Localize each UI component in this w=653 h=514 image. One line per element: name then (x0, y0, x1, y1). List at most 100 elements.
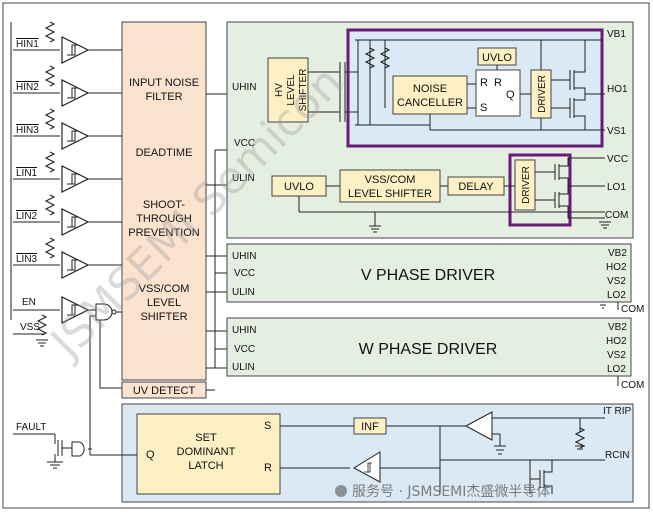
uvlo-low-label: UVLO (284, 181, 314, 193)
latch-r1: R (480, 77, 488, 89)
v-com-label: COM (621, 304, 644, 315)
set-dominant-latch-block (136, 413, 281, 495)
lin3-label: LIN3 (16, 254, 38, 265)
high-side-section (346, 28, 604, 148)
w-vb2-label: VB2 (608, 322, 627, 333)
vss-com-shifter-block (339, 169, 441, 203)
w-vs2-label: VS2 (607, 350, 626, 361)
fault-wires (90, 411, 605, 494)
vss-shift-line2: LEVEL SHIFTER (348, 188, 432, 200)
level-shift-mosfet-icon (308, 39, 602, 126)
u-uhin-label: UHIN (232, 82, 256, 93)
vss-label: VSS (20, 322, 40, 333)
uv-detect-label: UV DETECT (133, 385, 196, 397)
input-section: HIN1 HIN2 HIN3 LIN1 LIN2 (10, 21, 122, 455)
vss-shifter-line2: LEVEL (147, 297, 181, 309)
latch-line1: SET (195, 432, 217, 444)
u-ulin-label: ULIN (232, 173, 255, 184)
fault-output: FAULT (13, 422, 92, 469)
en-channel: EN (13, 296, 122, 455)
shoot-line3: PREVENTION (128, 227, 200, 239)
footer-watermark: 服务号 · JSMSEMI杰盛微半导体 (352, 484, 550, 500)
filter-line2: FILTER (145, 91, 182, 103)
v-ho2-label: HO2 (606, 262, 627, 273)
vb1-label: VB1 (607, 29, 626, 40)
hin3-channel: HIN3 (13, 108, 122, 150)
deadtime-label: DEADTIME (136, 147, 193, 159)
ho1-label: HO1 (607, 84, 628, 95)
latch-r-label: R (264, 462, 272, 474)
u-vcc-label: VCC (234, 138, 255, 149)
input-filter-block (121, 21, 207, 381)
itrip-label: IT RIP (603, 406, 631, 417)
filter-line1: INPUT NOISE (129, 77, 199, 89)
hv-line3: SHIFTER (298, 69, 309, 112)
lin1-label: LIN1 (16, 168, 38, 179)
low-driver-label: DRIVER (521, 166, 532, 204)
schmitt-trigger-icon (61, 208, 89, 236)
nand-gate-icon (71, 441, 85, 457)
schmitt-trigger-icon (61, 122, 89, 150)
lin2-label: LIN2 (16, 211, 38, 222)
rs-latch-block (475, 69, 521, 117)
high-side-output-mosfets-icon (429, 40, 605, 131)
fault-label: FAULT (16, 422, 46, 433)
w-vcc-label: VCC (234, 344, 255, 355)
v-vs2-label: VS2 (607, 276, 626, 287)
v-phase-block (226, 243, 632, 303)
rcin-label: RCIN (605, 450, 629, 461)
low-side-output-section (508, 153, 572, 227)
hv-line2: LEVEL (286, 74, 297, 106)
w-phase-block (226, 317, 632, 377)
latch-line2: DOMINANT (177, 446, 236, 458)
v-vb2-label: VB2 (608, 248, 627, 259)
low-driver-block (514, 159, 536, 211)
schmitt-trigger-icon (61, 36, 89, 64)
hin2-label: HIN2 (16, 82, 39, 93)
latch-q-label: Q (146, 449, 155, 461)
schmitt-trigger-icon (61, 79, 89, 107)
pulldown-resistor-icon (45, 237, 55, 259)
latch-s: S (480, 102, 487, 114)
v-phase-title: V PHASE DRIVER (361, 267, 495, 284)
schmitt-trigger-icon (61, 251, 89, 279)
hv-line1: HV (274, 83, 285, 97)
hin1-channel: HIN1 (13, 21, 122, 64)
vss-shifter-line1: VSS/COM (139, 283, 190, 295)
noise-canceller-block (392, 75, 468, 115)
vss-shifter-line3: SHIFTER (140, 311, 187, 323)
noise-line1: NOISE (413, 83, 447, 95)
pullup-resistor-icon (45, 65, 55, 87)
noise-line2: CANCELLER (397, 97, 463, 109)
hv-level-shifter-block (267, 57, 309, 123)
vss-shift-line1: VSS/COM (365, 174, 416, 186)
lo1-label: LO1 (607, 182, 626, 193)
v-uhin-label: UHIN (232, 251, 256, 262)
low-side-wires (298, 157, 611, 233)
latch-s-label: S (264, 420, 271, 432)
w-phase-title: W PHASE DRIVER (359, 341, 498, 358)
w-ho2-label: HO2 (606, 336, 627, 347)
lin3-channel: LIN3 (13, 237, 122, 279)
latch-q: Q (506, 89, 515, 101)
w-lo2-label: LO2 (607, 364, 626, 375)
hin3-label: HIN3 (16, 125, 39, 136)
pulldown-resistor-icon (45, 194, 55, 216)
lin1-channel: LIN1 (13, 151, 122, 193)
w-com-label: COM (621, 380, 644, 391)
pulldown-resistor-icon (45, 151, 55, 173)
shoot-line2: THROUGH (136, 213, 192, 225)
shoot-line1: SHOOT- (143, 199, 186, 211)
inf-label: INF (361, 421, 379, 433)
v-ulin-label: ULIN (232, 287, 255, 298)
vss-channel: VSS (13, 314, 48, 347)
pullup-resistor-icon (45, 108, 55, 130)
vs1-label: VS1 (607, 126, 626, 137)
lin2-channel: LIN2 (13, 194, 122, 236)
com-label: COM (605, 210, 628, 221)
pullup-resistor-icon (45, 21, 55, 43)
w-ulin-label: ULIN (232, 362, 255, 373)
wechat-icon (335, 485, 347, 497)
hin1-label: HIN1 (16, 39, 39, 50)
w-uhin-label: UHIN (232, 325, 256, 336)
